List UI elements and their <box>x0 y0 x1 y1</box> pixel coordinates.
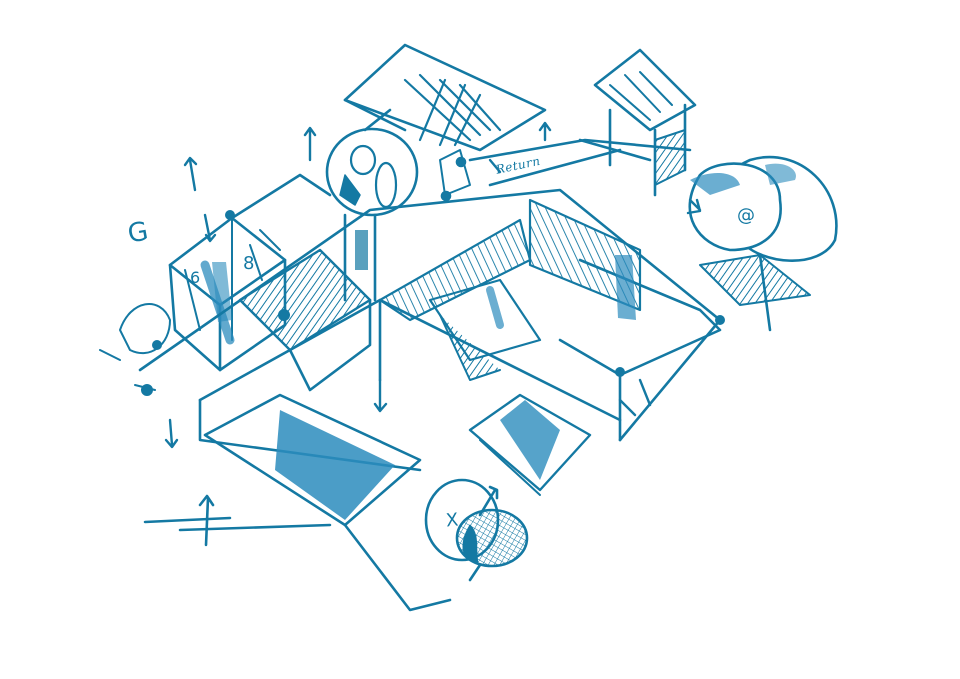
central-courtyard <box>378 198 722 381</box>
spiral-mark-8: 8 <box>243 253 255 274</box>
origin-marker <box>143 494 332 547</box>
hatched-ramp-left <box>238 248 372 392</box>
right-boulders <box>688 155 838 332</box>
x-mark: X <box>445 509 460 532</box>
circle-face-sign <box>325 108 419 302</box>
arrows <box>164 121 702 449</box>
right-tower <box>578 48 697 197</box>
left-ornaments <box>99 210 725 396</box>
top-roof-hatched <box>343 43 547 152</box>
spiral-icon: @ <box>737 205 755 226</box>
lower-center-pool <box>468 393 592 496</box>
lower-left-pool <box>203 393 452 612</box>
spiral-mark-6: 6 <box>190 268 201 287</box>
bottom-circles-venn <box>424 478 529 582</box>
